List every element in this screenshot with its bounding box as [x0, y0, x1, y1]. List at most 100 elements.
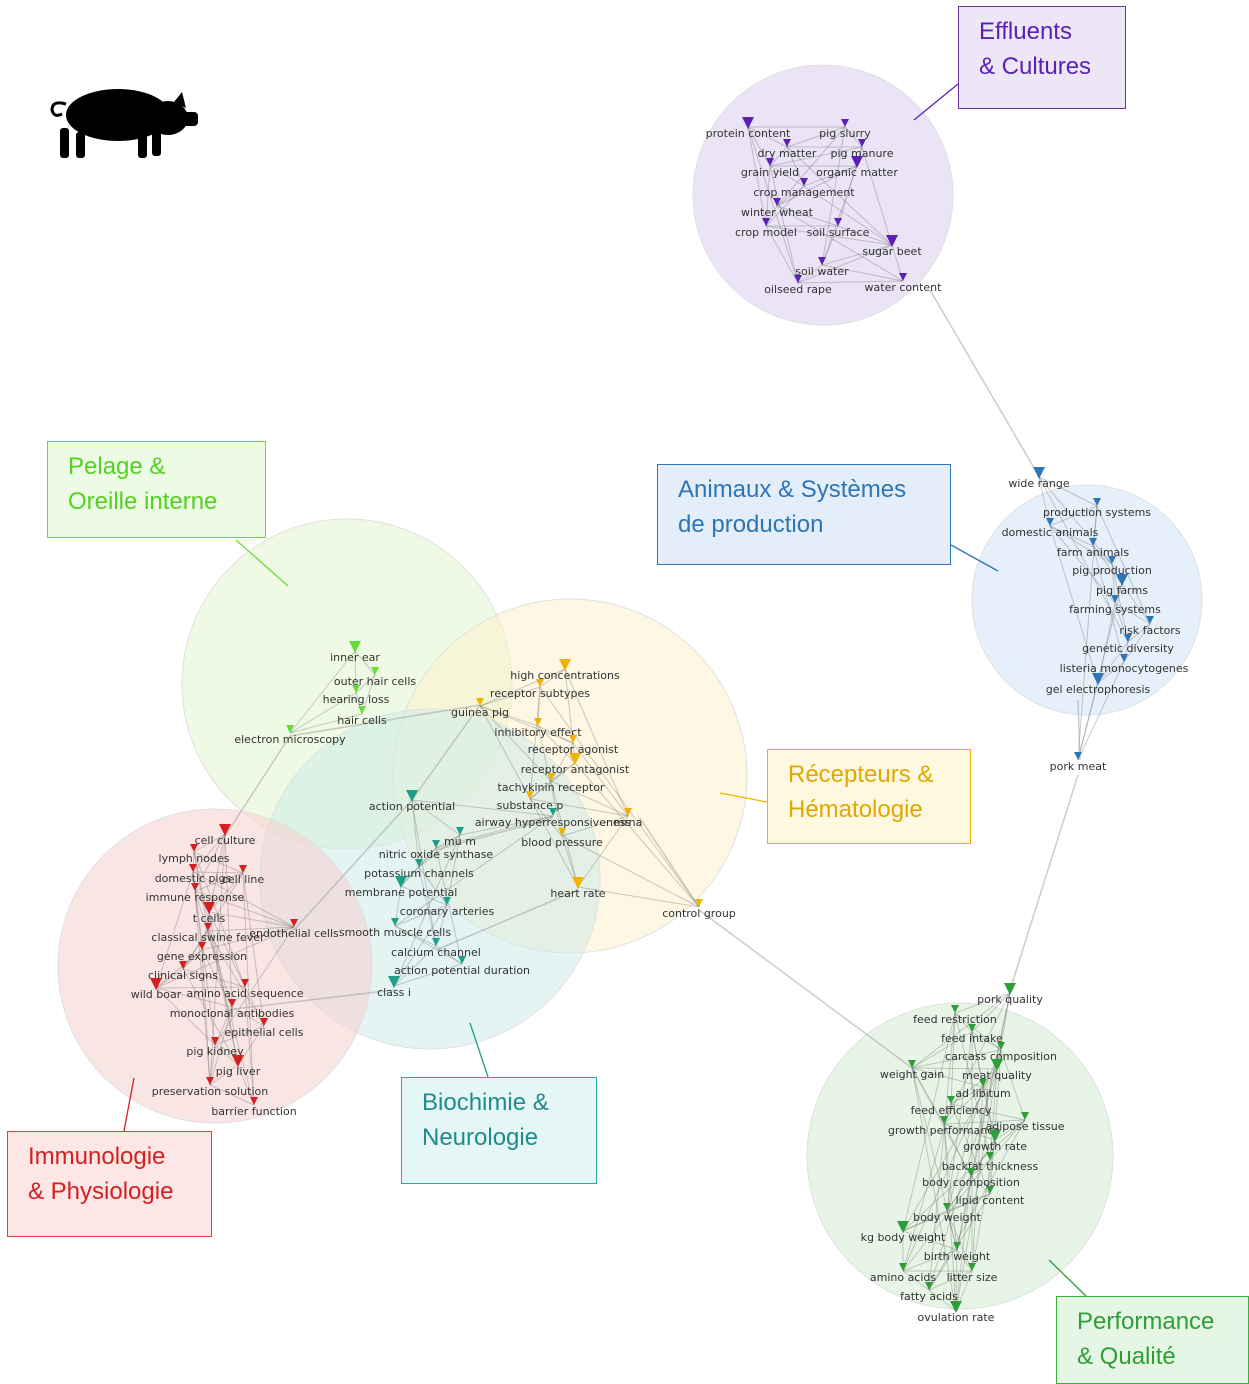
node-marker: [940, 1116, 948, 1124]
edge: [201, 949, 233, 1008]
edge: [971, 1031, 984, 1088]
node-marker: [250, 1097, 258, 1105]
term-label: sugar beet: [862, 245, 922, 258]
edge: [214, 926, 295, 1046]
edge: [418, 847, 437, 868]
term-label: membrane potential: [345, 886, 458, 899]
edge: [550, 780, 629, 817]
edge: [950, 1012, 956, 1105]
edge: [954, 1012, 991, 1161]
edge: [803, 165, 858, 187]
node-marker: [1033, 467, 1045, 479]
edge: [182, 968, 246, 988]
node-marker: [415, 859, 423, 867]
term-label: pig production: [1072, 564, 1152, 577]
edge: [393, 904, 448, 987]
node-marker: [1093, 498, 1101, 506]
term-label: receptor antagonist: [521, 763, 630, 776]
term-label: pig liver: [216, 1065, 261, 1078]
bridge-edge: [224, 989, 395, 1011]
callout-line-performance: [1048, 1259, 1087, 1297]
bridge-edge: [224, 735, 291, 837]
edge: [394, 925, 463, 965]
callout-line-recepteurs: [719, 792, 768, 803]
node-marker: [899, 1263, 907, 1271]
edge: [776, 205, 904, 282]
node-marker: [1021, 1112, 1029, 1120]
edge: [201, 926, 295, 951]
node-marker: [886, 235, 898, 247]
cluster-label-biochimie: Biochimie & Neurologie: [401, 1077, 597, 1184]
callout-line-animaux: [950, 544, 999, 572]
edge: [946, 1210, 973, 1272]
edge: [418, 866, 437, 947]
edge: [982, 1068, 998, 1088]
node-marker: [203, 902, 215, 914]
term-label: inhibitory effect: [494, 726, 582, 739]
node-marker: [1111, 595, 1119, 603]
node-marker: [260, 1018, 268, 1026]
edge: [193, 851, 244, 874]
edge: [208, 872, 244, 913]
edge: [769, 165, 799, 284]
cluster-label-pelage: Pelage & Oreille interne: [47, 441, 266, 538]
edge: [411, 799, 554, 817]
edge: [192, 871, 216, 1046]
edge: [1111, 563, 1129, 643]
term-label: production systems: [1043, 506, 1151, 519]
edge: [1049, 525, 1116, 604]
edge: [954, 1012, 973, 1033]
term-label: action potential: [369, 800, 455, 813]
node-marker: [189, 864, 197, 872]
edge: [192, 871, 244, 874]
node-marker: [179, 961, 187, 969]
term-label: receptor subtypes: [490, 687, 590, 700]
edge: [844, 126, 863, 148]
node-marker: [997, 1042, 1005, 1050]
edge: [902, 1119, 1026, 1232]
term-label: crop model: [735, 226, 797, 239]
node-marker: [228, 999, 236, 1007]
bridge-edge: [639, 817, 700, 908]
term-label: smooth muscle cells: [339, 926, 451, 939]
edge: [537, 725, 574, 744]
term-label: immune response: [146, 891, 245, 904]
node-marker: [290, 919, 298, 927]
edge: [529, 686, 541, 800]
edge: [1092, 545, 1125, 663]
node-marker: [241, 979, 249, 987]
callout-line-pelage: [235, 539, 289, 587]
edge: [192, 871, 295, 928]
node-marker: [695, 899, 703, 907]
node-marker: [742, 117, 754, 129]
edge: [946, 1031, 973, 1212]
edge: [564, 668, 629, 817]
edge: [955, 1249, 958, 1312]
edge: [803, 185, 893, 246]
term-label: electron microscopy: [234, 733, 346, 746]
node-marker: [1124, 634, 1132, 642]
term-label: kg body weight: [861, 1231, 946, 1244]
edge: [769, 165, 805, 187]
node-marker: [858, 139, 866, 147]
edge: [1097, 602, 1116, 684]
bridge-edge: [1009, 774, 1079, 991]
edge: [537, 725, 576, 764]
node-marker: [526, 791, 534, 799]
node-marker: [800, 178, 808, 186]
edge: [182, 949, 203, 970]
term-label: cell culture: [195, 834, 256, 847]
edge: [435, 847, 463, 965]
node-marker: [794, 275, 802, 283]
edge: [193, 851, 246, 988]
cluster-circle-immuno: [57, 808, 373, 1124]
node-marker: [239, 865, 247, 873]
term-label: fatty acids: [900, 1290, 958, 1303]
term-label: risk factors: [1119, 624, 1180, 637]
term-label: crop management: [753, 186, 855, 199]
term-label: high concentrations: [510, 669, 620, 682]
edge: [956, 1175, 972, 1251]
edge: [943, 992, 1011, 1125]
edge: [911, 1067, 984, 1088]
edge: [797, 264, 823, 284]
